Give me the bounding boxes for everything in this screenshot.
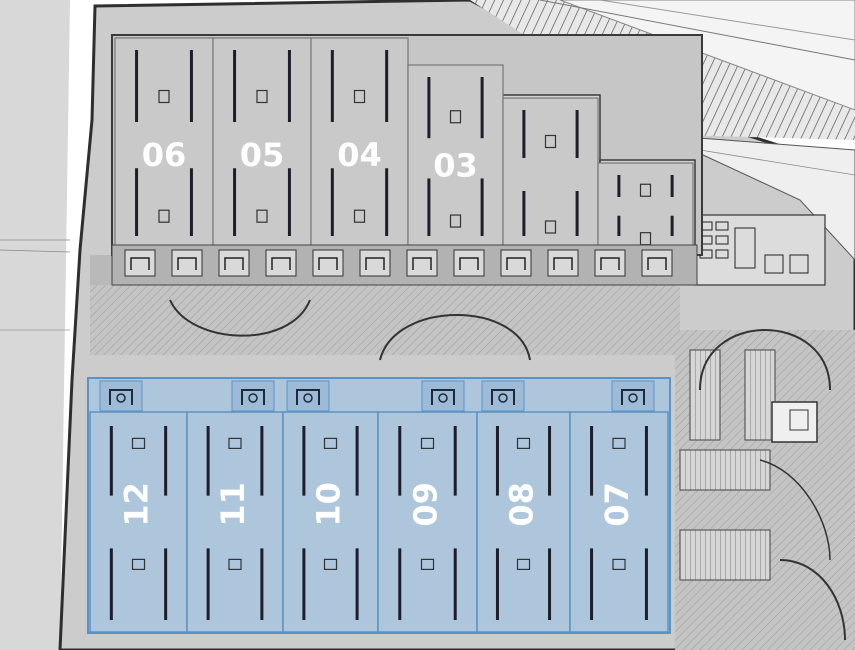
north-unit[interactable]: 03 bbox=[407, 64, 504, 249]
loading-dock bbox=[99, 380, 143, 412]
loading-dock bbox=[611, 380, 655, 412]
south-unit[interactable]: 12 bbox=[89, 411, 188, 633]
service-block bbox=[694, 214, 826, 286]
loading-dock bbox=[547, 249, 579, 277]
south-unit[interactable]: 09 bbox=[377, 411, 478, 633]
loading-dock bbox=[453, 249, 485, 277]
loading-dock bbox=[231, 380, 275, 412]
loading-dock bbox=[641, 249, 673, 277]
north-unit-label: 03 bbox=[433, 147, 478, 185]
north-unit-label: 05 bbox=[240, 136, 285, 174]
loading-dock bbox=[421, 380, 465, 412]
loading-dock bbox=[481, 380, 525, 412]
south-unit-label: 07 bbox=[598, 482, 636, 527]
north-yard bbox=[90, 280, 680, 355]
parking-east-2 bbox=[679, 529, 771, 581]
loading-dock bbox=[359, 249, 391, 277]
gatehouse bbox=[771, 401, 818, 443]
north-building: 06 05 04 03 bbox=[111, 34, 703, 286]
south-unit-label: 11 bbox=[214, 482, 252, 527]
loading-dock bbox=[171, 249, 203, 277]
loading-dock bbox=[500, 249, 532, 277]
parking-east-4 bbox=[744, 349, 776, 441]
loading-dock bbox=[594, 249, 626, 277]
south-unit-label: 10 bbox=[310, 482, 348, 527]
north-unit[interactable]: 04 bbox=[310, 37, 409, 249]
north-unit[interactable] bbox=[502, 97, 599, 249]
parking-east-1 bbox=[679, 449, 771, 491]
loading-dock bbox=[265, 249, 297, 277]
north-unit-label: 06 bbox=[142, 136, 187, 174]
south-unit-label: 08 bbox=[503, 482, 541, 527]
north-unit[interactable]: 06 bbox=[114, 37, 214, 249]
loading-dock bbox=[124, 249, 156, 277]
loading-dock bbox=[312, 249, 344, 277]
south-unit-label: 12 bbox=[118, 482, 156, 527]
loading-dock bbox=[218, 249, 250, 277]
south-unit[interactable]: 10 bbox=[282, 411, 379, 633]
south-unit-label: 09 bbox=[407, 482, 445, 527]
loading-dock bbox=[406, 249, 438, 277]
south-building: 12 11 10 09 08 07 bbox=[87, 377, 671, 634]
south-unit[interactable]: 07 bbox=[569, 411, 669, 633]
south-unit[interactable]: 11 bbox=[186, 411, 284, 633]
south-unit[interactable]: 08 bbox=[476, 411, 571, 633]
north-unit[interactable] bbox=[597, 162, 694, 249]
north-unit-label: 04 bbox=[337, 136, 382, 174]
loading-dock bbox=[286, 380, 330, 412]
north-unit[interactable]: 05 bbox=[212, 37, 312, 249]
